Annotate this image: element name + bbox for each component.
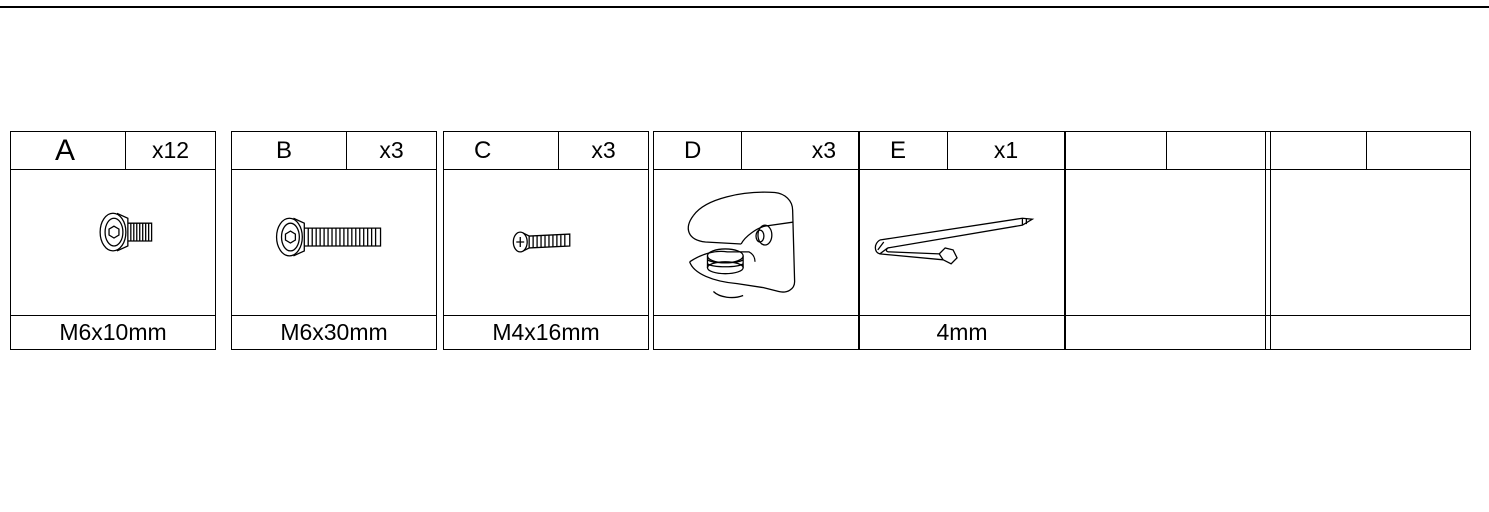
- allen-key-icon: [874, 217, 1035, 265]
- part-illustration: [11, 170, 215, 314]
- part-illustration: [444, 170, 648, 314]
- card-header: D x3: [654, 132, 858, 170]
- part-illustration: [860, 170, 1064, 314]
- part-size: [1266, 315, 1470, 349]
- part-quantity: x3: [379, 137, 404, 163]
- card-header: [1266, 132, 1470, 170]
- part-card-blank-1: [1065, 131, 1271, 350]
- part-letter: E: [860, 132, 948, 169]
- glass-shelf-clamp-icon: [687, 191, 796, 299]
- part-size: M6x10mm: [11, 315, 215, 349]
- part-quantity: x3: [811, 137, 836, 163]
- part-quantity: x12: [151, 137, 190, 163]
- part-card-e: E x1 4mm: [859, 131, 1065, 350]
- card-header: C x3: [444, 132, 648, 170]
- part-quantity: x3: [591, 137, 616, 163]
- part-quantity: [1167, 132, 1270, 169]
- part-illustration: [1266, 170, 1470, 314]
- short-hex-bolt-icon: [99, 212, 153, 252]
- part-size: M6x30mm: [232, 315, 436, 349]
- part-letter: A: [11, 132, 126, 169]
- card-header: A x12: [11, 132, 215, 170]
- part-card-blank-2: [1265, 131, 1471, 350]
- part-size: [654, 315, 858, 349]
- top-rule: [0, 6, 1489, 8]
- card-header: E x1: [860, 132, 1064, 170]
- part-letter: C: [444, 132, 559, 169]
- part-illustration: [232, 170, 436, 314]
- part-card-b: B x3 M6x30mm: [231, 131, 437, 350]
- card-header: [1066, 132, 1270, 170]
- part-size: [1066, 315, 1270, 349]
- part-card-c: C x3 M4x16mm: [443, 131, 649, 350]
- part-letter: [1266, 132, 1367, 169]
- phillips-screw-icon: [512, 231, 571, 253]
- part-illustration: [654, 170, 858, 314]
- card-header: B x3: [232, 132, 436, 170]
- part-quantity: x1: [993, 137, 1019, 163]
- part-letter: [1066, 132, 1167, 169]
- long-hex-bolt-icon: [275, 217, 382, 257]
- part-card-d: D x3: [653, 131, 859, 350]
- part-size: M4x16mm: [444, 315, 648, 349]
- part-quantity: [1367, 132, 1470, 169]
- part-size: 4mm: [860, 315, 1064, 349]
- part-card-a: A x12 M6x10mm: [10, 131, 216, 350]
- part-illustration: [1066, 170, 1270, 314]
- part-letter: B: [232, 132, 347, 169]
- part-letter: D: [654, 132, 742, 169]
